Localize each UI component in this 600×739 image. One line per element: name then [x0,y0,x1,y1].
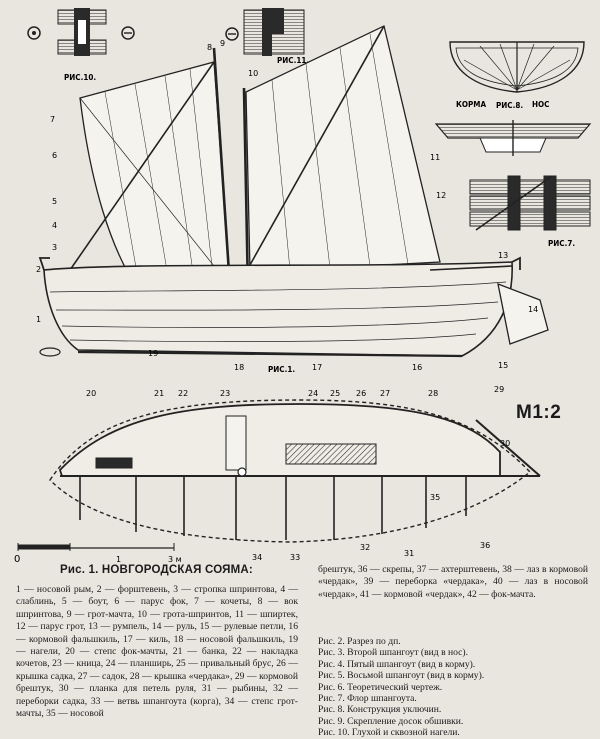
callout-number: 2 [36,265,41,274]
callout-number: 32 [360,543,370,552]
fig10-label: РИС.10. [64,73,96,82]
figure-list-item: Рис. 5. Восьмой шпангоут (вид в корму). [318,670,485,682]
legend-right: брештук, 36 — скрепы, 37 — ахтерштевень,… [318,564,588,600]
callout-number: 6 [52,151,57,160]
callout-number: 35 [430,493,440,502]
figure-list: Рис. 2. Разрез по дп.Рис. 3. Второй шпан… [318,636,588,739]
figure-list-item: Рис. 2. Разрез по дп. [318,636,401,647]
callout-number: 14 [528,305,538,314]
callout-number: 30 [500,439,510,448]
figure-list-item: Рис. 3. Второй шпангоут (вид в нос). [318,647,469,659]
callout-number: 27 [380,389,390,398]
callout-number: 31 [404,549,414,558]
callout-number: 16 [412,363,422,372]
callout-number: 5 [52,197,57,206]
callout-number: 13 [498,251,508,260]
callout-number: 21 [154,389,164,398]
fig11-label: РИС.11. [277,56,309,65]
fig7-planks-detail [469,175,591,231]
callout-number: 19 [148,349,158,358]
scale-start-label: 0 [14,554,20,565]
callout-number: 3 [52,243,57,252]
callout-number: 36 [480,541,490,550]
callout-number: 10 [248,69,258,78]
fig7-label: РИС.7. [548,239,575,248]
fig11-plank-detail [225,8,305,56]
callout-number: 34 [252,553,262,562]
figure-list-item: Рис. 6. Теоретический чертеж. [318,681,443,693]
callout-number: 22 [178,389,188,398]
callout-number: 29 [494,385,504,394]
fig1-side-view [38,25,549,358]
callout-number: 26 [356,389,366,398]
callout-number: 23 [220,389,230,398]
figure-list-item: Рис. 4. Пятый шпангоут (вид в корму). [318,658,476,670]
boat-drawing: РИС.10. РИС.11. КОРМА РИС.8. НОС РИ [14,8,592,565]
callout-number: 18 [234,363,244,372]
callout-number: 24 [308,389,318,398]
callout-number: 28 [428,389,438,398]
callout-number: 12 [436,191,446,200]
figure-list-item: Рис. 8. Конструкция уключин. [318,704,442,716]
callout-number: 7 [50,115,55,124]
callout-number: 11 [430,153,440,162]
fig10-nail-detail [27,8,135,56]
fig8-cross-section [449,41,585,93]
callout-number: 25 [330,389,340,398]
callout-number: 1 [36,315,41,324]
figure-list-item: Рис. 10. Глухой и сквозной нагели. [318,727,460,739]
caption-title: Рис. 1. НОВГОРОДСКАЯ СОЯМА: [60,564,253,576]
callout-number: 4 [52,221,57,230]
scale-ratio: М1:2 [516,402,562,423]
scale-mid-label: 1 [116,555,121,564]
fig8-label: РИС.8. [496,101,523,110]
legend-left: 1 — носовой рым, 2 — форштевень, 3 — стр… [16,584,298,720]
figure-list-item: Рис. 9. Скрепление досок обшивки. [318,715,464,727]
callout-number: 15 [498,361,508,370]
figure-list-item: Рис. 7. Флор шпангоута. [318,693,417,705]
callout-number: 33 [290,553,300,562]
callout-number: 8 [207,43,212,52]
fig9-floor-detail [434,120,592,156]
fig8-bow-label: НОС [532,100,549,109]
callout-number: 17 [312,363,322,372]
fig2-section-view [49,399,541,543]
callout-number: 9 [220,39,225,48]
fig1-label: РИС.1. [268,365,295,374]
scale-end-label: 3 м [168,555,182,564]
scale-bar [17,543,175,551]
callout-number: 20 [86,389,96,398]
fig8-stern-label: КОРМА [456,100,486,109]
